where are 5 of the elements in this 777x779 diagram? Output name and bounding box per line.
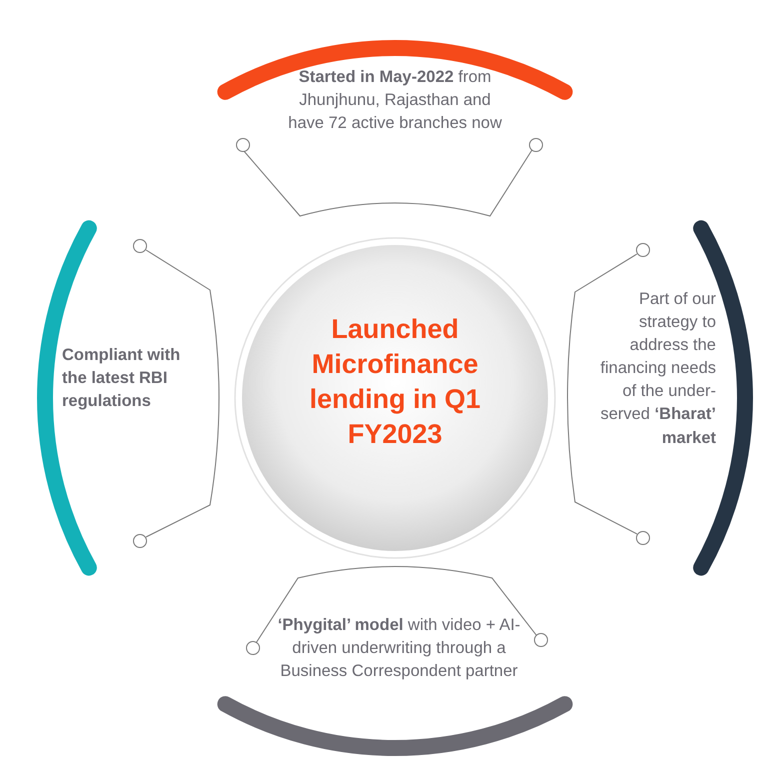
info-text: ‘Phygital’ model with video + AI-driven underwriting through a Business Correspondent partner xyxy=(276,615,522,682)
info-text: Compliant with the latest RBI regulations xyxy=(62,345,182,412)
center-heading: Launched Microfinance lending in Q1 FY2023 xyxy=(308,313,482,452)
info-text: Part of our strategy to address the financing needs of the under-served ‘Bharat’ market xyxy=(599,289,716,449)
info-text: Started in May-2022 from Jhunjhunu, Rajasthan and have 72 active branches now xyxy=(287,67,503,134)
